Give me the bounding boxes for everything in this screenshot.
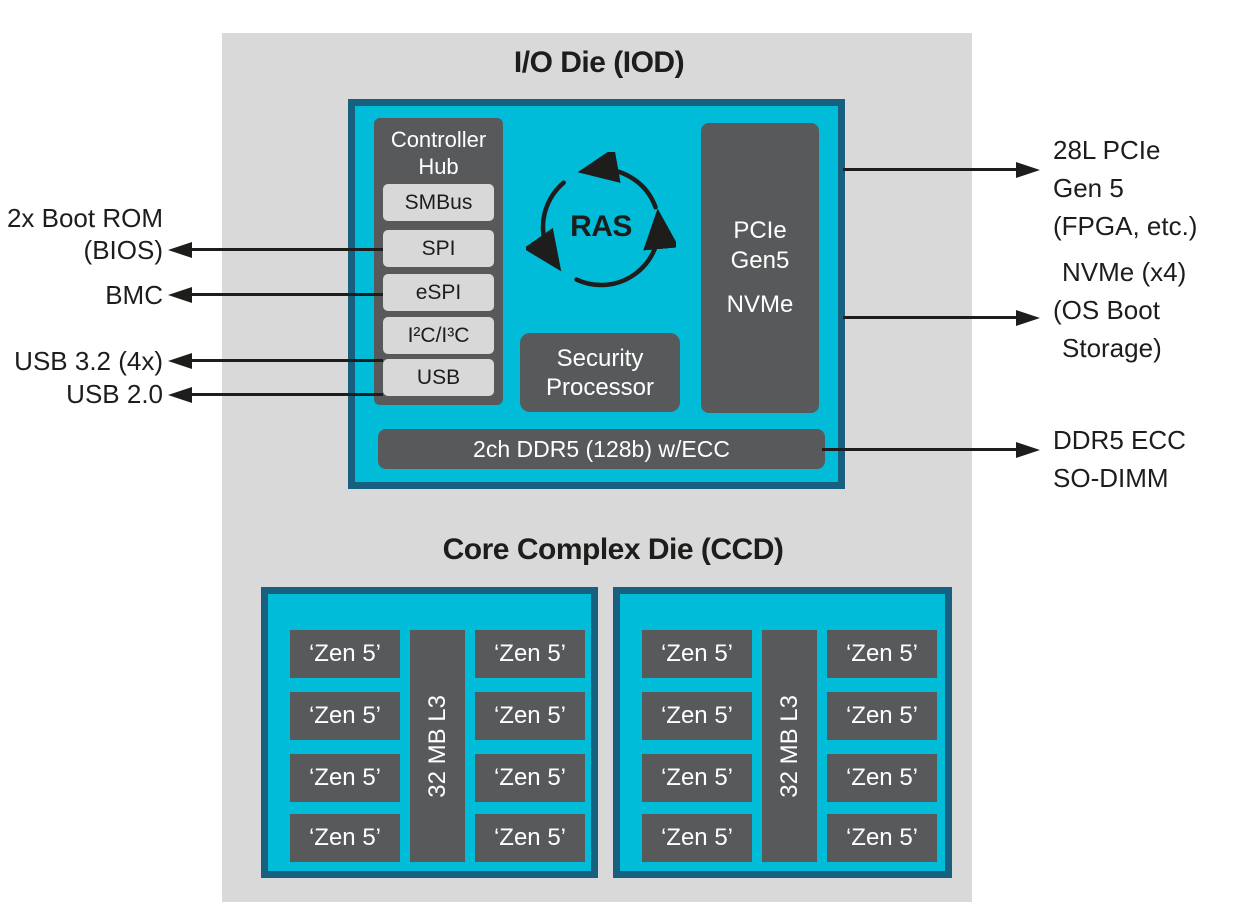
l3-cache-bar: 32 MB L3 (762, 630, 817, 862)
arrow-line (186, 293, 383, 296)
label-usb32: USB 3.2 (4x) (14, 346, 163, 376)
ras-label: RAS (570, 210, 632, 243)
arrow-head (1016, 442, 1040, 458)
zen-core-box: ‘Zen 5’ (290, 692, 400, 740)
arrow-head (168, 353, 192, 369)
arrow-head (1016, 162, 1040, 178)
pcie-line1: PCIe (733, 217, 787, 244)
zen-core-box: ‘Zen 5’ (827, 754, 937, 802)
module-espi: eSPI (383, 274, 494, 311)
ccd-box-right: ‘Zen 5’ ‘Zen 5’ ‘Zen 5’ ‘Zen 5’ 32 MB L3… (613, 587, 952, 878)
ccd-title: Core Complex Die (CCD) (442, 533, 784, 566)
arrow-line (822, 448, 1020, 451)
arrow-line (843, 316, 1020, 319)
security-processor-block: Security Processor (520, 333, 680, 412)
arrow-head (168, 287, 192, 303)
zen-core-box: ‘Zen 5’ (290, 630, 400, 678)
iod-title: I/O Die (IOD) (513, 46, 685, 79)
zen-core-box: ‘Zen 5’ (642, 630, 752, 678)
arrow-head (168, 387, 192, 403)
arrow-line (186, 248, 383, 251)
arrow-head (1016, 310, 1040, 326)
module-spi: SPI (383, 230, 494, 267)
zen-core-box: ‘Zen 5’ (642, 754, 752, 802)
zen-core-box: ‘Zen 5’ (827, 814, 937, 862)
zen-core-box: ‘Zen 5’ (642, 692, 752, 740)
label-bmc: BMC (105, 280, 163, 310)
zen-core-box: ‘Zen 5’ (290, 754, 400, 802)
zen-core-box: ‘Zen 5’ (827, 692, 937, 740)
arrow-head (168, 242, 192, 258)
module-i2c-i3c: I²C/I³C (383, 317, 494, 354)
zen-core-box: ‘Zen 5’ (475, 754, 585, 802)
zen-core-box: ‘Zen 5’ (475, 814, 585, 862)
label-boot-rom: 2x Boot ROM (BIOS) (6, 203, 163, 265)
ras-cycle-arrows-icon (526, 152, 676, 288)
pcie-line2: Gen5 (730, 247, 790, 274)
zen-core-box: ‘Zen 5’ (475, 692, 585, 740)
arrow-line (843, 168, 1020, 171)
pcie-line3: NVMe (726, 291, 794, 318)
zen-core-box: ‘Zen 5’ (642, 814, 752, 862)
label-pcie-gen5: 28L PCIe Gen 5 (FPGA, etc.) (1053, 135, 1198, 241)
controller-hub-block: Controller Hub SMBus SPI eSPI I²C/I³C US… (374, 118, 503, 405)
module-usb: USB (383, 359, 494, 396)
l3-cache-bar: 32 MB L3 (410, 630, 465, 862)
module-smbus: SMBus (383, 184, 494, 221)
zen-core-box: ‘Zen 5’ (290, 814, 400, 862)
ddr5-memory-bar: 2ch DDR5 (128b) w/ECC (378, 429, 825, 469)
pcie-gen5-nvme-block: PCIe Gen5 NVMe (701, 123, 819, 413)
ccd-box-left: ‘Zen 5’ ‘Zen 5’ ‘Zen 5’ ‘Zen 5’ 32 MB L3… (261, 587, 598, 878)
controller-hub-title: Controller Hub (390, 127, 487, 179)
label-nvme: NVMe (x4) (OS Boot Storage) (1053, 257, 1187, 363)
zen-core-box: ‘Zen 5’ (475, 630, 585, 678)
arrow-line (186, 359, 383, 362)
zen-core-box: ‘Zen 5’ (827, 630, 937, 678)
arrow-line (186, 393, 383, 396)
label-usb20: USB 2.0 (66, 379, 163, 409)
label-ddr5-sodimm: DDR5 ECC SO-DIMM (1053, 425, 1186, 493)
